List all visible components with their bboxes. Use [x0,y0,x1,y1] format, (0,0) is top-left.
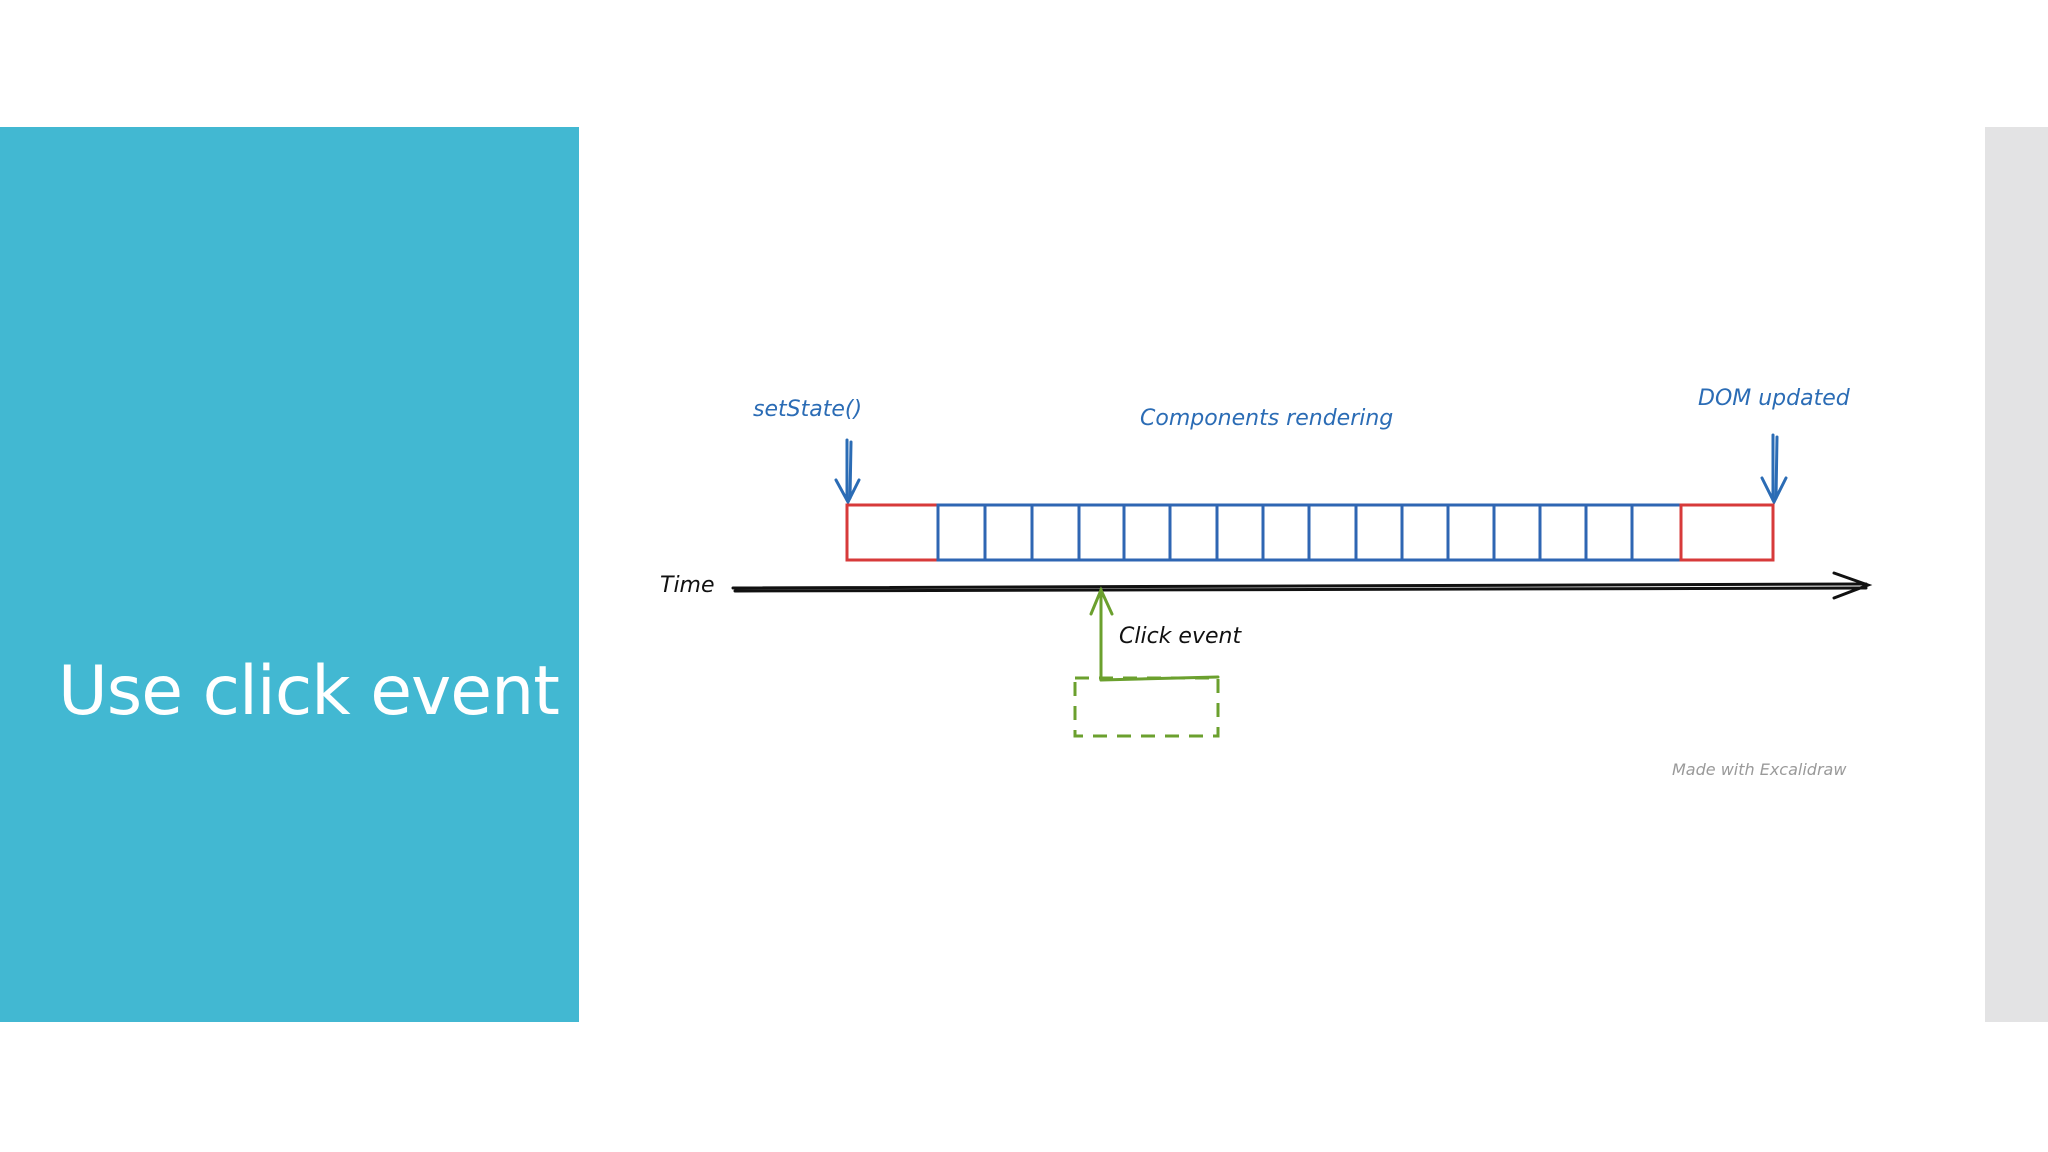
render-block [1400,503,1450,562]
components-rendering-label: Components rendering [1140,406,1393,431]
render-block [1354,503,1404,562]
click-event-handler-box [1073,676,1220,738]
setstate-block [845,503,940,562]
setstate-arrow [834,438,861,506]
render-block [1630,503,1683,562]
render-block [1492,503,1542,562]
time-arrow [731,571,1873,600]
render-block [1122,503,1172,562]
dom-updated-block [1679,503,1775,562]
render-block [1307,503,1358,562]
render-block [1446,503,1496,562]
title-panel: Use click event [0,127,579,1022]
render-block [936,503,987,562]
render-block [1168,503,1219,562]
render-block [1030,503,1081,562]
render-block [1077,503,1126,562]
time-label: Time [660,573,715,598]
render-blocks [845,503,1775,562]
setstate-label: setState() [753,397,862,422]
render-block [1584,503,1634,562]
right-accent-strip [1985,127,2048,1022]
render-block [1215,503,1265,562]
click-event-label: Click event [1119,624,1242,649]
render-block [983,503,1034,562]
dom-updated-arrow [1760,433,1788,506]
slide-title: Use click event [58,652,560,731]
dom-updated-label: DOM updated [1698,386,1851,411]
excalidraw-watermark: Made with Excalidraw [1672,760,1847,779]
render-block [1538,503,1588,562]
render-block [1261,503,1311,562]
